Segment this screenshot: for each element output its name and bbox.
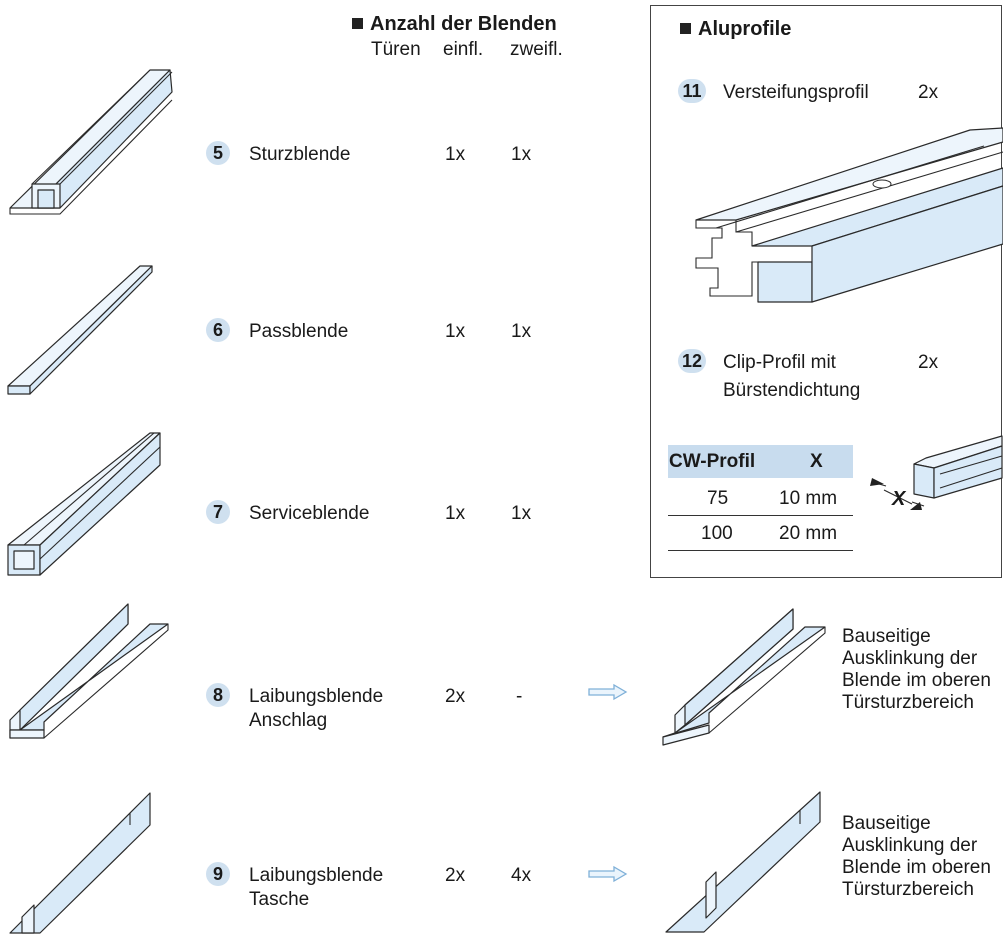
laibungsblende-anschlag-illustration xyxy=(9,603,169,739)
cw-cell: 10 mm xyxy=(779,488,838,509)
qty-einfl: 1x xyxy=(445,321,466,342)
serviceblende-illustration xyxy=(7,432,161,576)
cw-cell: 100 xyxy=(701,523,733,544)
clip-profil-illustration xyxy=(870,435,1003,510)
aluprofile-heading-text: Aluprofile xyxy=(698,18,792,40)
item-name: Serviceblende xyxy=(249,503,370,524)
qty-zweifl: 1x xyxy=(511,144,532,165)
item-name-line2: Anschlag xyxy=(249,710,328,731)
laibungsblende-tasche-illustration xyxy=(9,792,151,934)
square-bullet-icon xyxy=(352,18,363,29)
item-name: Laibungsblende xyxy=(249,686,384,707)
sturzblende-illustration xyxy=(9,69,173,215)
item-number-badge: 8 xyxy=(206,683,230,707)
note-line: Ausklinkung der xyxy=(842,648,978,669)
note-line: Bauseitige xyxy=(842,813,931,834)
item-name: Clip-Profil mit xyxy=(723,352,836,373)
square-bullet-icon xyxy=(680,23,691,34)
laibungsblende-tasche-notched-illustration xyxy=(665,791,821,933)
dimension-x-label: X xyxy=(892,488,906,510)
col-tueren: Türen xyxy=(371,39,421,60)
cw-cell: 75 xyxy=(707,488,729,509)
table-divider xyxy=(668,550,853,551)
qty-einfl: 2x xyxy=(445,865,466,886)
versteifungsprofil-illustration xyxy=(695,127,1003,303)
laibungsblende-anschlag-notched-illustration xyxy=(662,608,826,746)
qty-zweifl: - xyxy=(516,686,523,707)
item-number-badge: 12 xyxy=(678,349,706,373)
blenden-heading-text: Anzahl der Blenden xyxy=(370,13,557,35)
qty-einfl: 2x xyxy=(445,686,466,707)
cw-cell: 20 mm xyxy=(779,523,838,544)
item-name: Versteifungsprofil xyxy=(723,82,869,103)
item-number-badge: 7 xyxy=(206,500,230,524)
aluprofile-heading: Aluprofile xyxy=(680,19,791,39)
item-number-badge: 11 xyxy=(678,79,706,103)
col-zweifl: zweifl. xyxy=(510,39,563,60)
item-name: Sturzblende xyxy=(249,144,351,165)
blenden-heading: Anzahl der Blenden xyxy=(352,14,557,34)
qty: 2x xyxy=(918,352,939,373)
item-name: Passblende xyxy=(249,321,349,342)
aluprofile-box xyxy=(650,5,1002,578)
arrow-right-icon xyxy=(588,865,628,883)
cw-header-profil: CW-Profil xyxy=(669,451,756,472)
arrow-right-icon xyxy=(588,683,628,701)
note-line: Blende im oberen xyxy=(842,670,991,691)
item-number-badge: 9 xyxy=(206,862,230,886)
cw-table-header-bg xyxy=(668,445,853,478)
item-name-line2: Bürstendichtung xyxy=(723,380,861,401)
note-9: Bauseitige Ausklinkung der Blende im obe… xyxy=(842,813,991,901)
qty-zweifl: 4x xyxy=(511,865,532,886)
item-number-badge: 5 xyxy=(206,141,230,165)
item-name: Laibungsblende xyxy=(249,865,384,886)
col-einfl: einfl. xyxy=(443,39,484,60)
table-divider xyxy=(668,515,853,516)
note-line: Blende im oberen xyxy=(842,857,991,878)
qty: 2x xyxy=(918,82,939,103)
note-line: Türsturzbereich xyxy=(842,692,974,713)
qty-zweifl: 1x xyxy=(511,503,532,524)
passblende-illustration xyxy=(7,265,153,395)
note-line: Türsturzbereich xyxy=(842,879,974,900)
note-8: Bauseitige Ausklinkung der Blende im obe… xyxy=(842,626,991,714)
qty-zweifl: 1x xyxy=(511,321,532,342)
qty-einfl: 1x xyxy=(445,503,466,524)
note-line: Ausklinkung der xyxy=(842,835,978,856)
item-name-line2: Tasche xyxy=(249,889,310,910)
note-line: Bauseitige xyxy=(842,626,931,647)
qty-einfl: 1x xyxy=(445,144,466,165)
cw-header-x: X xyxy=(810,451,823,472)
item-number-badge: 6 xyxy=(206,318,230,342)
